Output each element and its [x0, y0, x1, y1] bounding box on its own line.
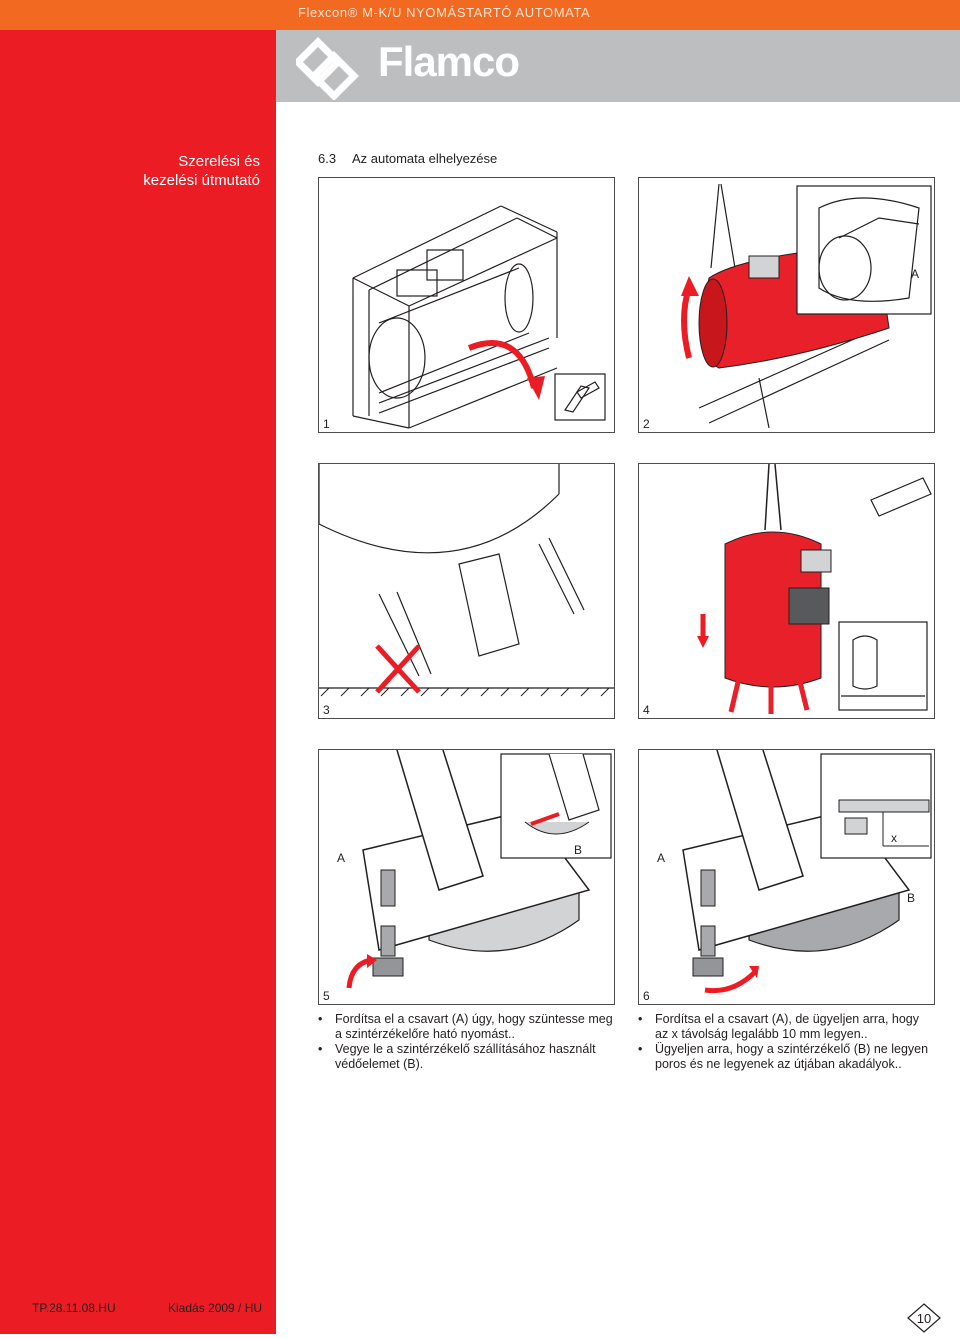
manual-title-line1: Szerelési és: [178, 153, 260, 170]
page-diamond-icon: [907, 1303, 941, 1333]
figure-panel-5: A B 5: [318, 749, 615, 1005]
section-title: Az automata elhelyezése: [352, 151, 498, 166]
panel-6-label-x: x: [891, 831, 897, 845]
panel-number-5: 5: [323, 989, 330, 1003]
brand-band: [276, 30, 960, 102]
panel-number-4: 4: [643, 703, 650, 717]
panel-6-label-a: A: [657, 851, 665, 865]
sensor-screw-detail-illustration: A B 5: [323, 750, 612, 1003]
panel-2-label-a: A: [911, 267, 919, 281]
instruction-item: Fordítsa el a csavart (A), de ügyeljen a…: [638, 1012, 933, 1042]
incorrect-placement-illustration: 3: [319, 464, 614, 717]
instructions-left: Fordítsa el a csavart (A) úgy, hogy szün…: [318, 1012, 613, 1072]
figure-panel-6: x A B 6: [638, 749, 935, 1005]
panel-number-1: 1: [323, 417, 330, 431]
sidebar: Szerelési és kezelési útmutató: [0, 30, 276, 1334]
lifting-vessel-illustration: A 2: [643, 183, 932, 431]
edition-info: Kiadás 2009 / HU: [168, 1301, 263, 1315]
top-bar: Flexcon® M-K/U NYOMÁSTARTÓ AUTOMATA: [0, 0, 960, 30]
manual-title-line2: kezelési útmutató: [143, 172, 260, 189]
manual-title: Szerelési és kezelési útmutató: [20, 152, 260, 190]
panel-number-2: 2: [643, 417, 650, 431]
page-number: 10: [916, 1311, 932, 1326]
figure-panel-1: 1: [318, 177, 615, 433]
flamco-logo-icon: [296, 37, 359, 100]
sensor-distance-detail-illustration: x A B 6: [643, 750, 932, 1003]
section-heading: 6.3 Az automata elhelyezése: [318, 151, 497, 166]
panel-number-3: 3: [323, 703, 330, 717]
upright-vessel-illustration: 4: [643, 464, 932, 717]
running-title: Flexcon® M-K/U NYOMÁSTARTÓ AUTOMATA: [298, 5, 591, 20]
instruction-item: Fordítsa el a csavart (A) úgy, hogy szün…: [318, 1012, 613, 1042]
figure-panel-3: 3: [318, 463, 615, 719]
panel-6-label-b: B: [907, 891, 915, 905]
instruction-item: Ügyeljen arra, hogy a szintérzékelő (B) …: [638, 1042, 933, 1072]
instructions-right: Fordítsa el a csavart (A), de ügyeljen a…: [638, 1012, 933, 1072]
instruction-item: Vegye le a szintérzékelő szállításához h…: [318, 1042, 613, 1072]
page-number-badge: 10: [906, 1302, 942, 1338]
panel-number-6: 6: [643, 989, 650, 1003]
crated-vessel-illustration: 1: [323, 205, 606, 431]
figure-panel-2: A 2: [638, 177, 935, 433]
document-code: TP.28.11.08.HU: [32, 1301, 116, 1315]
panel-5-label-a: A: [337, 851, 345, 865]
figure-panel-4: 4: [638, 463, 935, 719]
brand-name: Flamco: [378, 38, 520, 85]
section-number: 6.3: [318, 151, 337, 166]
panel-5-label-b: B: [574, 843, 582, 857]
